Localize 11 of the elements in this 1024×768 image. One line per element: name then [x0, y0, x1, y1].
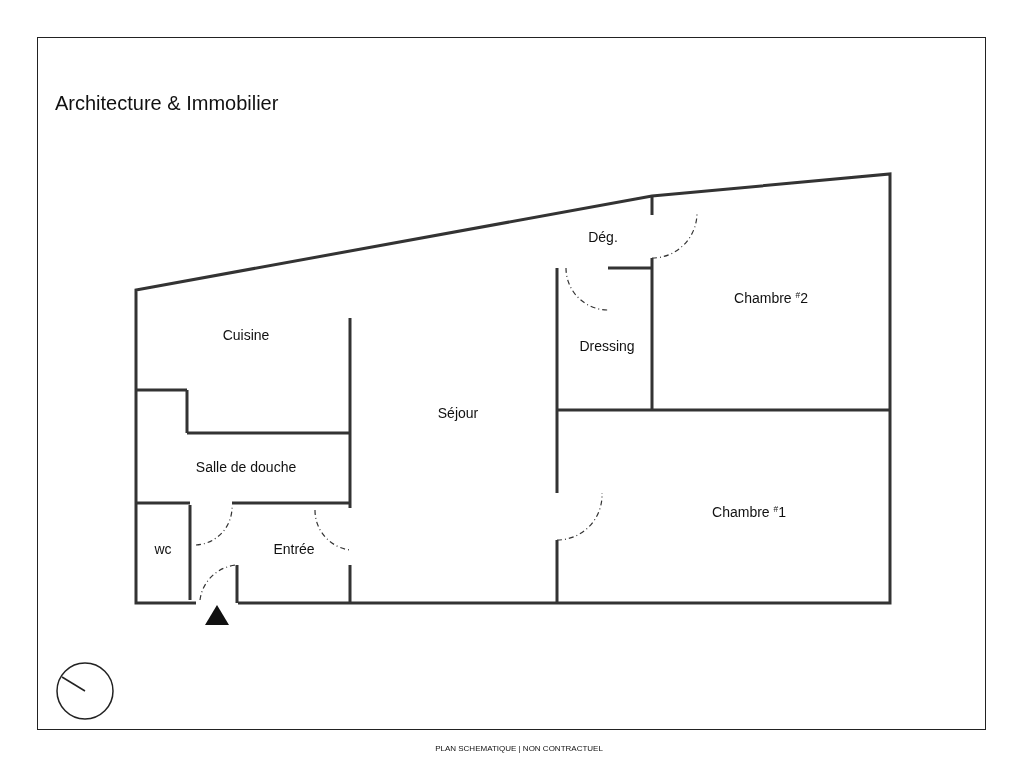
room-label: Dressing — [579, 338, 635, 354]
room-label: Séjour — [437, 405, 479, 421]
disclaimer-note: PLAN SCHEMATIQUE | NON CONTRACTUEL — [435, 743, 603, 753]
room-label: Salle de douche — [195, 459, 297, 475]
room-label: Entrée — [273, 541, 315, 557]
room-label: Chambre $^{#}$1 — [712, 503, 786, 521]
room-label: Dég. — [588, 229, 618, 245]
room-label: wc — [154, 541, 172, 557]
room-label: Chambre $^{#}$2 — [734, 289, 808, 307]
room-label: Cuisine — [222, 327, 270, 343]
subtitle: Architecture & Immobilier — [55, 91, 279, 115]
